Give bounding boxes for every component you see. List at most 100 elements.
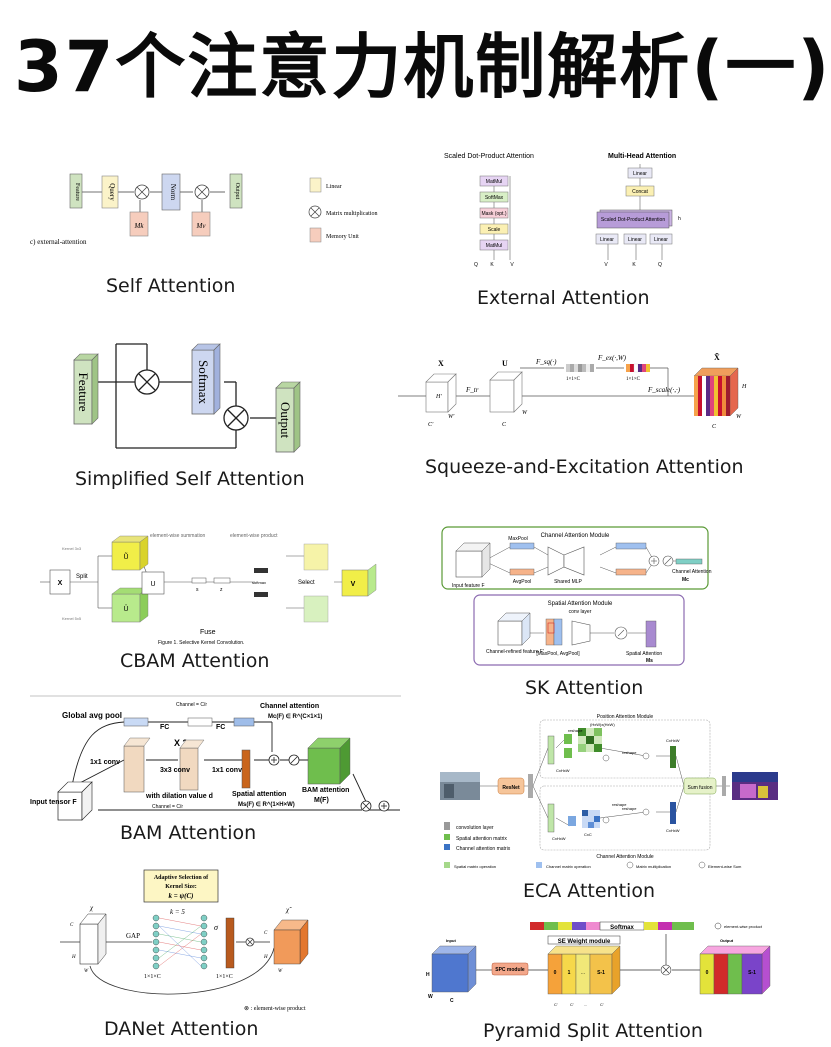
reshape-4: reshape <box>622 806 637 811</box>
chw-3: CxHxW <box>552 836 566 841</box>
self-attention-panel: Feature Query Norm Output Mk Mv c) exter… <box>30 160 390 280</box>
dots-label: ... <box>584 1002 587 1007</box>
dim-label-2: 1×1×C <box>216 974 233 980</box>
simplified-self-attention-diagram: Feature Softmax Output <box>73 343 301 453</box>
legend-sum: element-wise summation <box>150 533 206 539</box>
gap-label: GAP <box>126 932 140 940</box>
caption-pyramid-split-attention: Pyramid Split Attention <box>483 1020 703 1042</box>
psa-diagram: Softmax element-wise product SE Weight m… <box>426 921 771 1007</box>
eca-panel: Position Attention Module Channel Attent… <box>440 710 785 875</box>
caption-sk-attention: SK Attention <box>525 677 644 699</box>
avgpool-vector <box>509 568 535 576</box>
bam-label-2: M(F) <box>314 797 329 804</box>
output-block <box>699 945 771 995</box>
hw-label: (HxW)x(HxW) <box>590 722 615 727</box>
pool-label: [MaxPool, AvgPool] <box>536 651 580 657</box>
conv1-label: 1x1 conv <box>90 759 120 766</box>
bam-panel: Global avg pool FC FC Channel = C/r Chan… <box>28 694 403 822</box>
x-label: X <box>438 359 444 368</box>
chw-2: CxHxW <box>666 738 680 743</box>
x-block <box>49 569 71 595</box>
softmax-box: SoftMax <box>485 195 504 201</box>
v-label: V <box>351 581 356 588</box>
ca-label: Channel Attention <box>672 569 712 575</box>
refined-feature-block <box>497 620 523 646</box>
input-tensor-block <box>57 791 83 821</box>
output-label: Output <box>720 938 734 943</box>
input-q: Q <box>474 262 478 268</box>
spc-module <box>491 962 529 976</box>
legend-prod: element-wise product <box>230 533 278 539</box>
se-attention-diagram: X U X̃ F_tr F_sq(·) F_ex(·,W) F_scale(·,… <box>398 352 747 430</box>
u-label: U <box>150 581 155 588</box>
conv-layer <box>571 620 591 646</box>
se-vector-gray <box>566 364 594 372</box>
c-prime-2: C' <box>570 1002 574 1007</box>
mha-concat: Concat <box>632 189 648 195</box>
input-tensor-label: Input tensor F <box>30 799 77 806</box>
pam-title: Position Attention Module <box>597 714 654 720</box>
sk-panel: Channel Attention Module Spatial Attenti… <box>440 525 712 667</box>
softmax-label: Softmax <box>196 360 211 405</box>
box-line-2: Kernel Size: <box>165 884 197 890</box>
branch-s1: S-1 <box>597 970 605 976</box>
max-map <box>553 618 563 646</box>
legend-label: element-wise product <box>724 924 763 929</box>
cbam-panel: element-wise summation element-wise prod… <box>40 528 390 646</box>
channel-matrix <box>582 810 600 828</box>
caption-simplified-self-attention: Simplified Self Attention <box>75 468 305 490</box>
weight-vector <box>225 917 235 969</box>
feature-label: Feature <box>76 373 91 412</box>
feature-label: Feature <box>74 183 80 201</box>
fex-label: F_ex(·,W) <box>597 354 627 362</box>
cam-frame <box>539 785 711 851</box>
u-hat-block <box>111 593 141 623</box>
output-label: Output <box>234 183 240 200</box>
legend-channel-matrix: Channel attention matrix <box>456 846 511 852</box>
chw-4: CxHxW <box>666 828 680 833</box>
fc-2: FC <box>216 724 225 731</box>
bam-diagram: Global avg pool FC FC Channel = C/r Chan… <box>30 695 401 821</box>
chw-1: CxHxW <box>556 768 570 773</box>
softmax-label: Softmax <box>610 925 634 931</box>
select-label: Select <box>298 580 315 586</box>
mha-sdpa: Scaled Dot-Product Attention <box>601 217 665 223</box>
k-label: k = 5 <box>170 908 185 916</box>
figure-caption: Figure 1. Selective Kernel Convolution. <box>158 640 244 646</box>
sum-fusion-label: Sum fusion <box>687 785 712 791</box>
z-label: z <box>220 587 223 593</box>
spatial-attention-map <box>645 620 657 648</box>
kernel-size-box <box>143 869 219 903</box>
x-tilde-label: X̃ <box>714 352 720 362</box>
legend-conv: convolution layer <box>456 825 494 831</box>
channel-attn-vector <box>233 717 255 727</box>
channel-label-2: Channel = C/r <box>152 804 183 810</box>
cxc-label: CxC <box>584 832 592 837</box>
split-label: Split <box>76 574 88 580</box>
mask-box: Mask (opt.) <box>481 211 506 217</box>
conv1b-label: 1x1 conv <box>212 767 242 774</box>
c-prime-3: C' <box>600 1002 604 1007</box>
danet-diagram: Adaptive Selection of Kernel Size: k = ψ… <box>60 869 309 1012</box>
u-block <box>141 571 165 595</box>
reshape-1: reshape <box>568 728 583 733</box>
sum-fusion-block <box>683 777 717 795</box>
s-label: s <box>196 587 199 593</box>
cam-title: Channel Attention Module <box>541 533 610 539</box>
caption-danet-attention: DANet Attention <box>104 1018 259 1040</box>
se-vector-color <box>626 363 650 373</box>
legend-spatial-op: Spatial matrix operation <box>454 864 496 869</box>
input-k: K <box>490 262 494 268</box>
mk-label: Mk <box>134 222 145 230</box>
spatial-matrix <box>578 728 602 752</box>
self-attention-diagram: Feature Query Norm Output Mk Mv c) exter… <box>30 173 378 246</box>
softmax-label: softmax <box>252 580 266 585</box>
u-tilde-label: Ũ <box>123 552 128 561</box>
sa-label: Spatial Attention <box>626 651 662 657</box>
se-attention-panel: X U X̃ F_tr F_sq(·) F_ex(·,W) F_scale(·,… <box>398 346 778 446</box>
mha-linear-q: Linear <box>654 237 668 243</box>
simplified-self-attention-panel: Feature Softmax Output <box>60 338 320 463</box>
box-line-1: Adaptive Selection of <box>154 875 209 881</box>
legend-matmul-icon <box>626 861 634 869</box>
se-weight-module <box>547 935 621 945</box>
